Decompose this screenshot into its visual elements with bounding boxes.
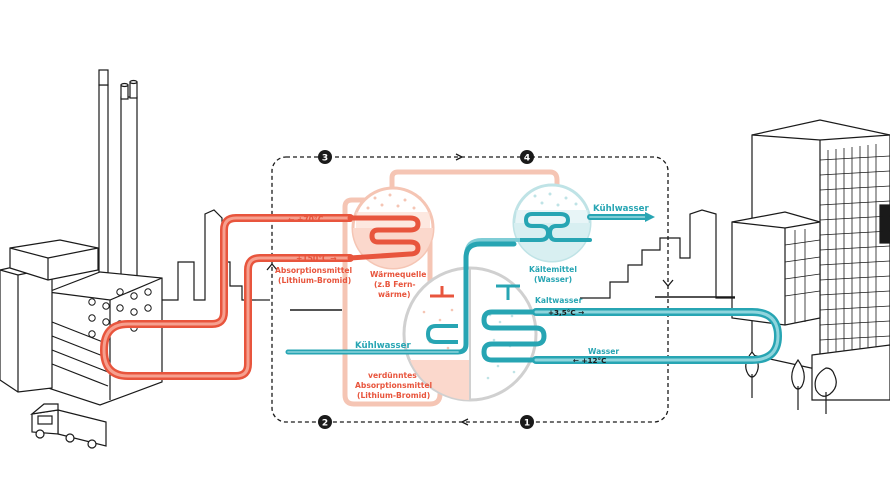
cold-water-label: Kaltwasser: [535, 296, 583, 305]
generator-vessel: [347, 186, 435, 270]
refrigerant-label-1: Kältemittel: [529, 265, 577, 274]
skyline-left: [162, 209, 256, 301]
cooling-water-left-pipe: [285, 241, 517, 355]
step-1-label: 1: [524, 419, 530, 429]
step-marker-1: 1: [520, 415, 534, 429]
cycle-boundary: [271, 156, 669, 423]
truck-illustration: [29, 403, 107, 449]
heat-source-label-3: wärme): [378, 290, 410, 299]
hot-water-pipe: [99, 214, 354, 380]
cold-water-pipe: [532, 308, 783, 364]
diluted-label-3: (Lithium-Bromid): [357, 391, 430, 400]
cold-temp-label: +3,5°C →: [548, 308, 584, 317]
step-markers: 3 4 2 1: [318, 150, 534, 429]
cooling-water-left-label: Kühlwasser: [355, 341, 411, 351]
factory-illustration: [0, 69, 163, 406]
refrigerant-label-2: (Wasser): [534, 275, 572, 284]
step-marker-4: 4: [520, 150, 534, 164]
cycle-arrows: [266, 153, 674, 426]
absorber-vessel: [402, 238, 547, 402]
condenser-vessel: [512, 183, 592, 263]
skyline-right: [580, 209, 735, 299]
office-building: [731, 119, 890, 401]
absorbent-sub-label: (Lithium-Bromid): [278, 276, 351, 285]
cooling-water-top-pipe: [587, 212, 655, 222]
hot-out-temp-label: +150°C →: [296, 254, 337, 263]
diluted-label-1: verdünntes: [368, 371, 417, 380]
heat-source-label-1: Wärmequelle: [370, 270, 426, 279]
step-3-label: 3: [322, 154, 328, 164]
water-temp-label: ← +12°C: [573, 356, 606, 365]
step-2-label: 2: [322, 419, 328, 429]
water-label: Wasser: [588, 347, 619, 356]
diluted-label-2: Absorptionsmittel: [355, 381, 432, 390]
absorbent-title-label: Absorptionsmittel: [275, 266, 352, 275]
step-marker-2: 2: [318, 415, 332, 429]
hot-in-temp-label: ← +70°C: [288, 215, 324, 224]
step-marker-3: 3: [318, 150, 332, 164]
cooling-water-top-label: Kühlwasser: [593, 204, 649, 214]
step-4-label: 4: [524, 154, 530, 164]
heat-source-label-2: (z.B Fern-: [374, 280, 416, 289]
